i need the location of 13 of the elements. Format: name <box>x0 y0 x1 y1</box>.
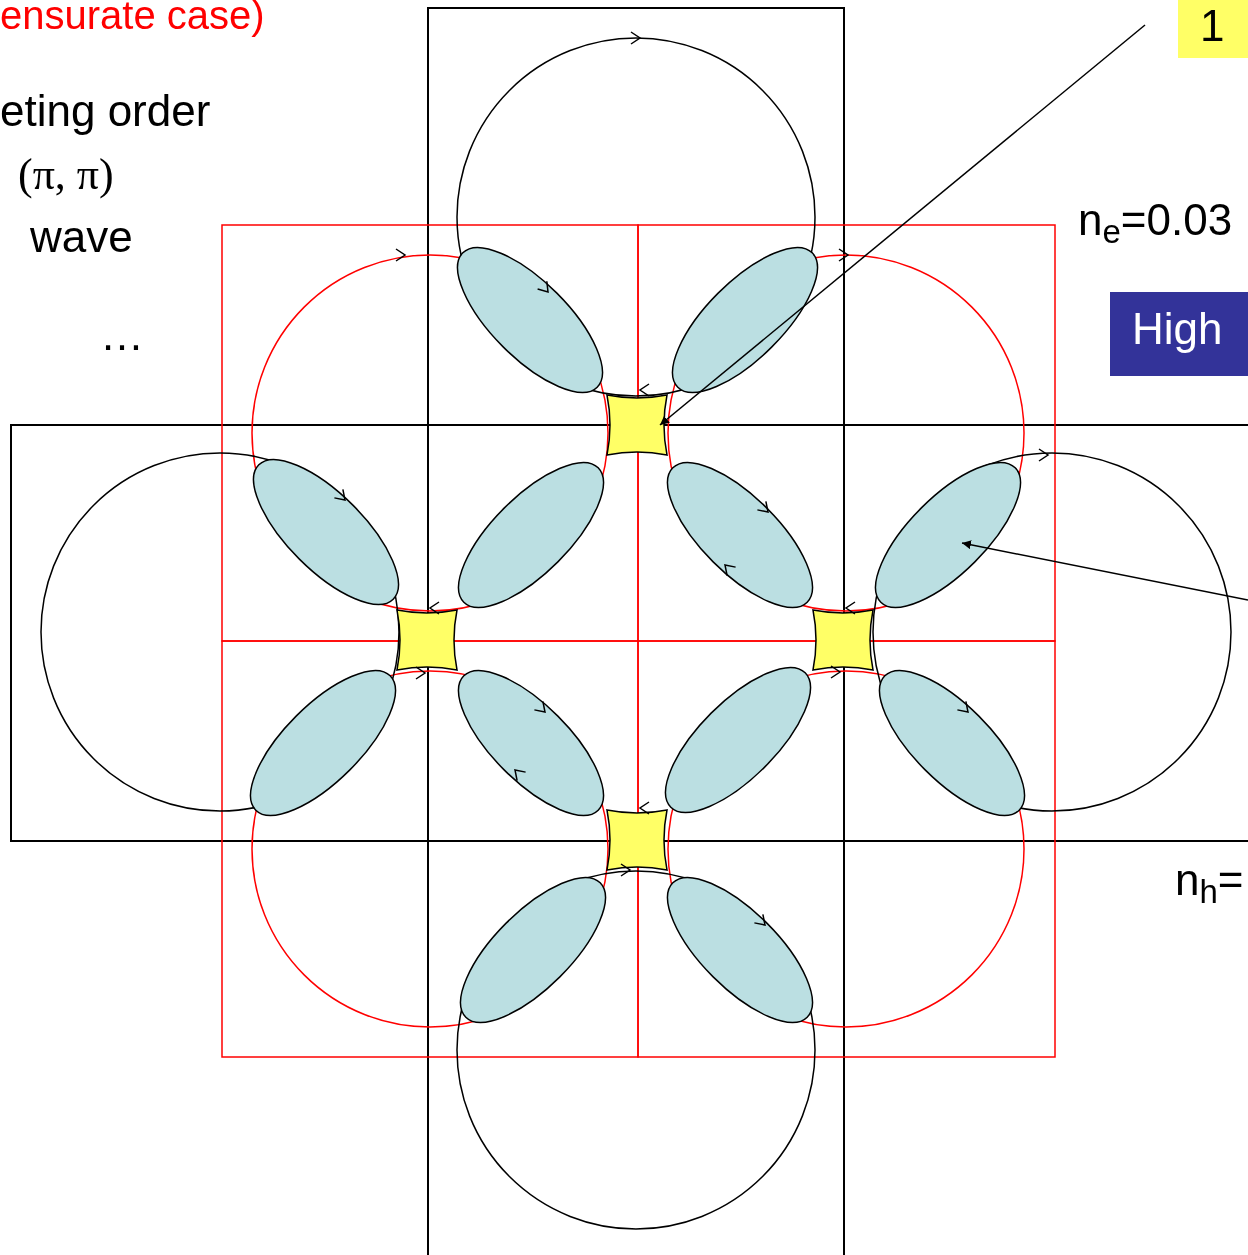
bullet-text: wave <box>30 212 133 263</box>
electron-pocket <box>606 394 668 456</box>
callout-box: 1 <box>1178 0 1248 58</box>
banner: High <box>1110 292 1248 376</box>
bullet-text: eting order <box>0 86 211 137</box>
density-label: n$_{e}$=0.03 <box>1078 195 1233 246</box>
leader-line <box>659 24 1146 426</box>
bullet-text: (π, π) <box>18 150 114 201</box>
heading-text: ensurate case) <box>0 0 265 38</box>
hole-pocket <box>874 461 1022 609</box>
density-label: n$_{h}$= <box>1175 855 1244 906</box>
ellipsis-text: … <box>100 310 144 361</box>
leader-line <box>961 540 1248 601</box>
